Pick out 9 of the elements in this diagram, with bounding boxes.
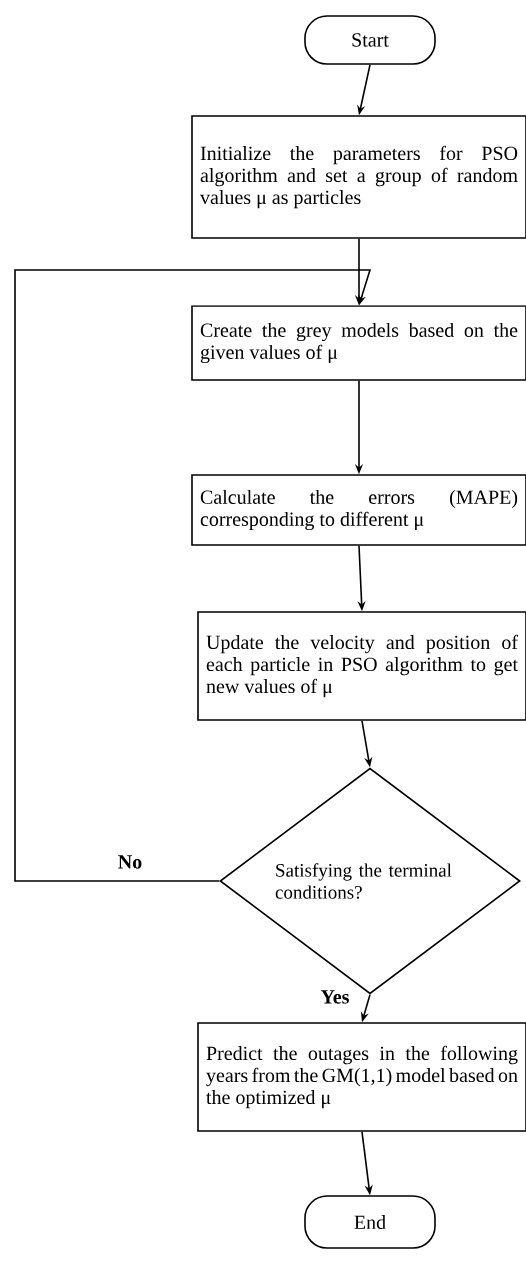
- process-box: Update the velocity and position of each particle in PSO algorithm to get new values of μ: [197, 611, 526, 721]
- process-box: Calculate the errors (MAPE) corresponding to different μ: [191, 474, 526, 546]
- terminal-box: End: [304, 1195, 436, 1249]
- edge-label: No: [115, 853, 145, 871]
- terminal-box: Start: [304, 15, 436, 65]
- process-box: Initialize the parameters for PSO algorithm and set a group of random values μ as particles: [191, 115, 526, 239]
- process-box: Create the grey models based on the given values of μ: [191, 305, 526, 381]
- process-box: Predict the outages in the following years from the GM(1,1) model based on the optimized μ: [197, 1022, 526, 1132]
- arrow: [14, 269, 372, 882]
